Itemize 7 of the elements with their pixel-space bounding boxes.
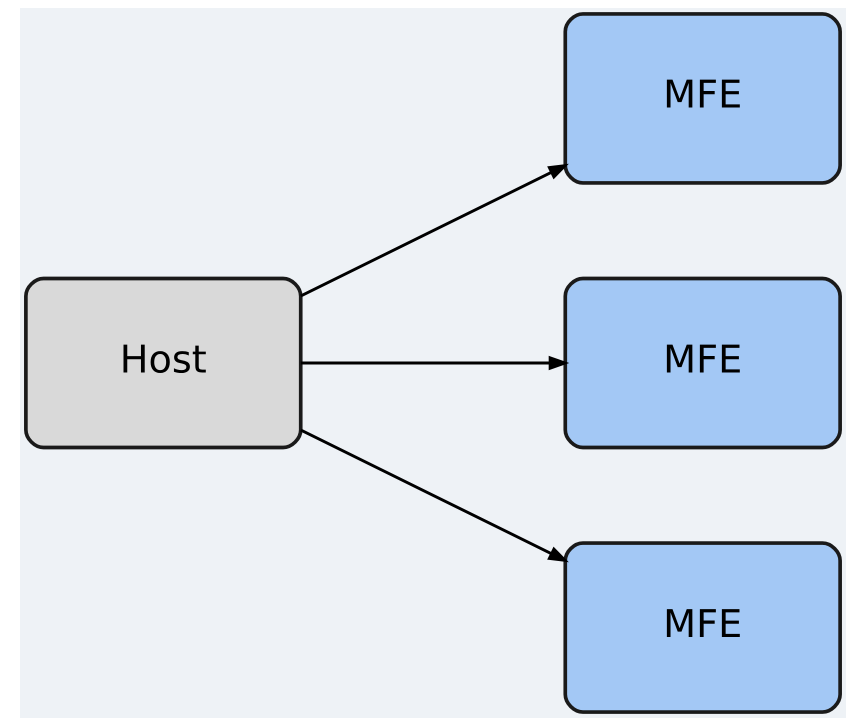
node-box: MFE (563, 276, 842, 450)
arrow (300, 164, 569, 298)
node-box: MFE (563, 12, 842, 185)
node-box: MFE (563, 541, 842, 714)
arrow (300, 428, 569, 562)
node-box: Host (24, 276, 303, 450)
arrow (300, 356, 570, 370)
